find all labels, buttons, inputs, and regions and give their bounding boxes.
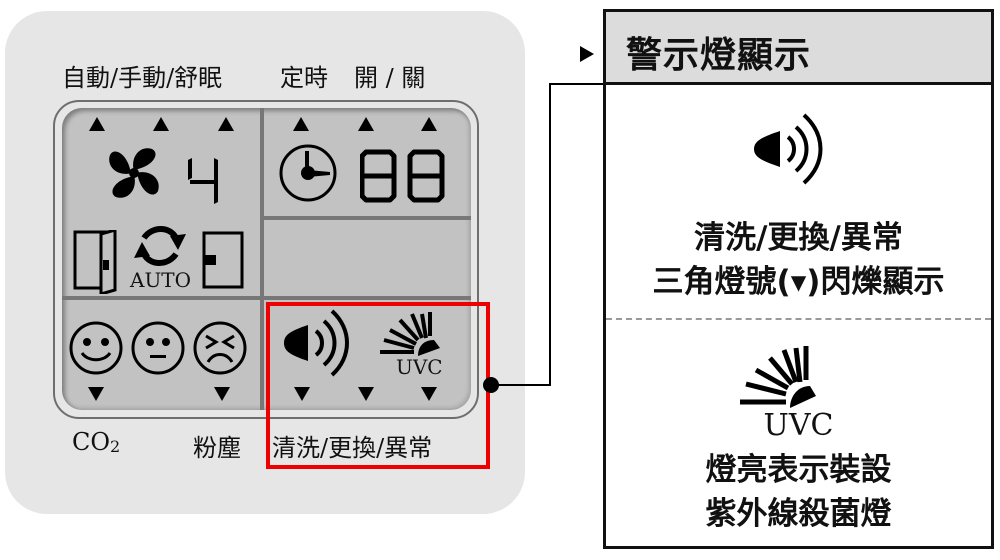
face-bad-icon <box>193 321 247 375</box>
indicator-co2-icon <box>88 387 104 401</box>
dust-label: 粉塵 <box>193 434 241 462</box>
speaker-icon <box>754 113 823 185</box>
section-divider <box>606 318 991 320</box>
alert-highlight-box <box>266 302 490 469</box>
timer-digits <box>360 149 445 203</box>
indicator-timer-icon <box>293 117 309 131</box>
indicator-auto-icon <box>89 117 105 131</box>
mode-label: 自動/手動/舒眠 <box>62 64 223 92</box>
indicator-error-icon <box>421 387 437 401</box>
legend-title: 警示燈顯示 <box>626 35 812 76</box>
alert-label: 清洗/更換/異常 <box>272 434 433 462</box>
indicator-on-icon <box>358 117 374 131</box>
indicator-manual-icon <box>153 117 169 131</box>
legend-box: 警示燈顯示 清洗/更換/異常 三角燈號(▾)閃爍顯示 UVC 燈亮表示裝設 紫外… <box>603 9 994 549</box>
fan-icon <box>109 148 159 198</box>
speaker-desc-line1: 清洗/更換/異常 <box>694 220 903 256</box>
connector-line <box>490 83 604 386</box>
auto-label: AUTO <box>130 268 192 292</box>
uvc-icon <box>740 346 816 408</box>
alert-speaker-icon <box>284 309 349 377</box>
indicator-replace-icon <box>358 387 374 401</box>
door-closed-icon <box>202 231 244 289</box>
indicator-off-icon <box>421 117 437 131</box>
fan-speed-digit <box>188 158 218 204</box>
co2-label: CO2 <box>72 428 120 456</box>
uvc-icon-label: UVC <box>763 408 834 443</box>
top-labels: 自動/手動/舒眠 定時 開 / 關 <box>62 58 425 170</box>
uvc-lamp-icon <box>380 312 440 356</box>
legend-header: 警示燈顯示 <box>606 12 991 85</box>
face-neutral-icon <box>131 321 185 375</box>
co2-subscript: 2 <box>110 437 121 456</box>
indicator-clean-icon <box>294 387 310 401</box>
uvc-desc-line1: 燈亮表示裝設 <box>705 452 892 488</box>
indicator-sleep-icon <box>218 117 234 131</box>
power-label: 開 / 關 <box>354 64 426 92</box>
lcd-divider-vertical <box>260 108 264 410</box>
pointer-arrow-icon <box>580 46 594 62</box>
lcd-divider-bottom <box>62 296 471 300</box>
clock-icon <box>279 144 337 202</box>
co2-text: CO <box>72 428 111 456</box>
door-open-icon <box>73 230 117 294</box>
speaker-desc-line2: 三角燈號(▾)閃爍顯示 <box>652 264 945 300</box>
indicator-dust-icon <box>214 387 230 401</box>
timer-label: 定時 <box>280 64 328 92</box>
uvc-desc-line2: 紫外線殺菌燈 <box>705 496 892 532</box>
auto-cycle-icon <box>134 226 186 266</box>
face-good-icon <box>69 321 123 375</box>
lcd-divider-right <box>262 216 471 220</box>
uvc-label: UVC <box>396 355 443 379</box>
